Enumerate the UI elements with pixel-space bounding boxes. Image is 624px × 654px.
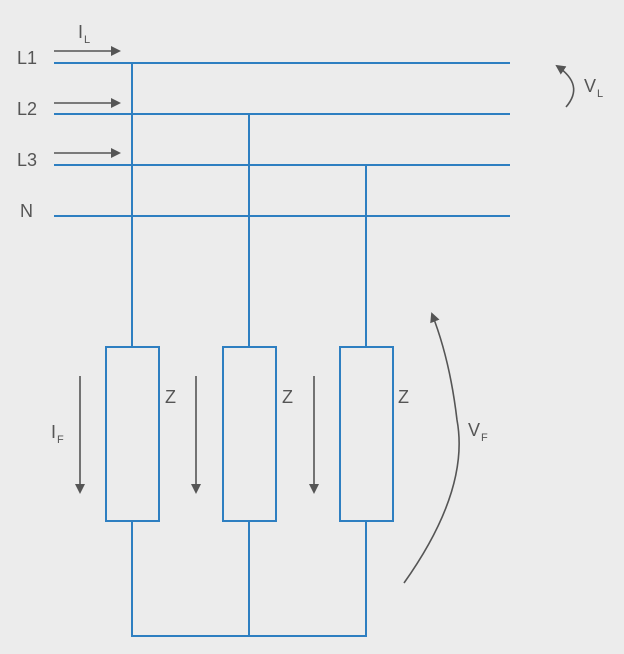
impedance-label-1: Z <box>165 387 176 407</box>
label-l1: L1 <box>17 48 37 68</box>
phase-voltage-label: VF <box>468 420 488 444</box>
label-l2: L2 <box>17 99 37 119</box>
impedance-3 <box>339 346 394 522</box>
impedance-label-3: Z <box>398 387 409 407</box>
impedance-label-2: Z <box>282 387 293 407</box>
phase-current-label: IF <box>51 422 64 446</box>
line-current-label: IL <box>78 22 90 46</box>
line-voltage-label: VL <box>584 76 603 100</box>
line-voltage-arc-arrow <box>555 64 575 108</box>
label-n: N <box>20 201 33 221</box>
impedance-2 <box>222 346 277 522</box>
impedance-1 <box>105 346 160 522</box>
phase-voltage-arc-arrow <box>403 312 460 584</box>
label-l3: L3 <box>17 150 37 170</box>
